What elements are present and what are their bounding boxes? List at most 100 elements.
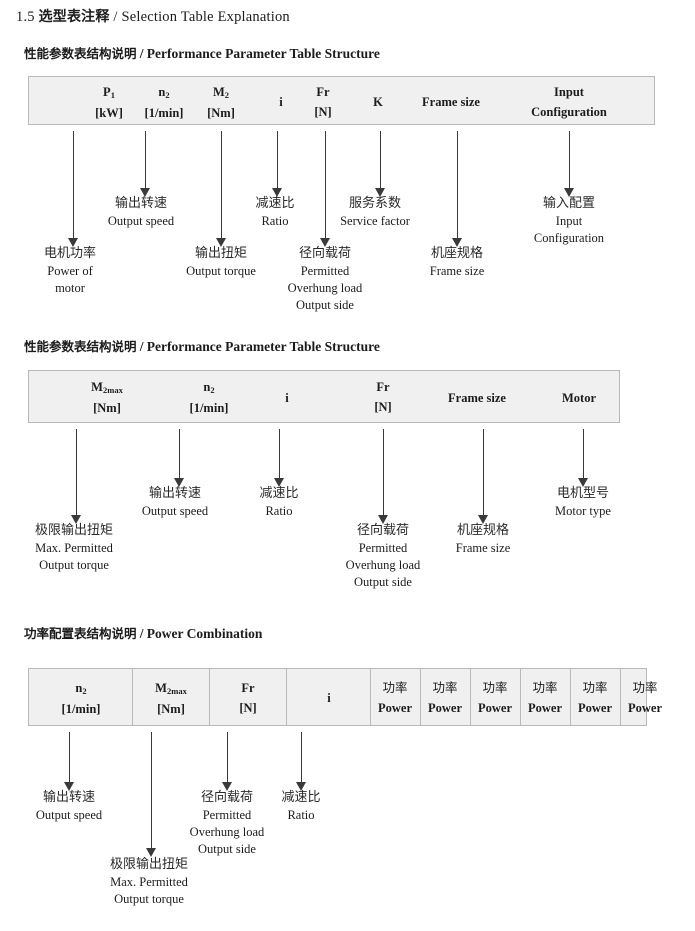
table1-col-p1-symbol: P [103,85,111,99]
table1-col-input-configuration-line1: Input [554,85,584,99]
table2-col-fr-symbol: Fr [376,380,390,394]
table1-col-m2-symbol: M [212,85,225,99]
section-2-heading-separator: / [139,339,144,354]
table1-col-p1-unit: [kW] [95,106,123,120]
section-3-heading: 功率配置表结构说明 / Power Combination [24,623,262,642]
label-output-speed-2-en-1: Output speed [141,504,209,518]
label-power-of-motor-en-2: motor [55,281,85,295]
label-output-torque: 输出扭矩 Output torque [168,245,274,280]
table1-col-i-symbol: i [279,95,283,109]
page-title-chinese: 选型表注释 [38,9,110,25]
label-power-of-motor: 电机功率 Power of motor [14,245,126,297]
section-2-heading: 性能参数表结构说明 / Performance Parameter Table … [24,336,380,355]
label-permitted-overhung-load-2-en-1: Permitted [358,541,408,555]
table3-col-fr-symbol: Fr [241,681,255,695]
section-1-heading: 性能参数表结构说明 / Performance Parameter Table … [24,43,380,62]
label-max-permitted-output-torque-2-cn: 极限输出扭矩 [109,857,188,872]
label-power-of-motor-cn: 电机功率 [43,246,96,261]
arrow-to-output-speed-2 [174,429,185,487]
label-permitted-overhung-load-3: 径向载荷 Permitted Overhung load Output side [174,789,280,858]
label-permitted-overhung-load-2-cn: 径向载荷 [356,523,409,538]
table3-col-power-4-en: Power [527,701,562,715]
table2-col-n2-unit: [1/min] [189,401,229,415]
section-2-heading-chinese: 性能参数表结构说明 [24,339,137,354]
label-max-permitted-output-torque-2-en-2: Output torque [114,892,184,906]
arrow-to-power-of-motor [68,131,79,247]
label-frame-size-1-en-1: Frame size [429,264,485,278]
label-input-configuration-en-2: Configuration [533,231,605,245]
label-output-speed-3-cn: 输出转速 [42,790,95,805]
table1-col-n2-symbol: n [158,85,166,99]
table3-col-i: i [290,688,368,708]
table3-col-power-3-en: Power [477,701,512,715]
arrow-to-ratio [272,131,283,197]
table1-col-n2-subscript: 2 [165,90,170,100]
label-permitted-overhung-load-1-en-3: Output side [296,298,354,312]
label-power-of-motor-en-1: Power of [47,264,93,278]
label-output-speed-2-cn: 输出转速 [148,486,201,501]
arrow-to-permitted-overhung-load-2 [378,429,389,524]
table3-col-power-5-en: Power [577,701,612,715]
label-permitted-overhung-load-1-cn: 径向载荷 [298,246,351,261]
label-max-permitted-output-torque-1-en-1: Max. Permitted [35,541,113,555]
table1-col-i: i [247,92,315,112]
section-3-heading-chinese: 功率配置表结构说明 [24,626,137,641]
table1-col-p1-subscript: 1 [110,90,115,100]
label-frame-size-1-cn: 机座规格 [430,246,483,261]
table3-col-power-4: 功率 Power [521,678,569,718]
label-motor-type-cn: 电机型号 [556,486,609,501]
table3-col-n2: n2 [1/min] [45,678,117,719]
label-permitted-overhung-load-3-cn: 径向载荷 [200,790,253,805]
table3-col-power-4-cn: 功率 [532,680,558,695]
arrow-to-ratio-3 [296,732,307,791]
arrow-to-max-permitted-output-torque-2 [146,732,157,857]
table1-col-k: K [344,92,412,112]
page-title: 1.5 选型表注释 / Selection Table Explanation [16,6,290,26]
table1-col-frame-size-label: Frame size [422,95,480,109]
label-permitted-overhung-load-3-en-1: Permitted [202,808,252,822]
label-frame-size-1: 机座规格 Frame size [404,245,510,280]
table1-col-fr-symbol: Fr [316,85,330,99]
page-title-number: 1.5 [16,9,35,25]
arrow-to-permitted-overhung-load [320,131,331,247]
table3-col-m2max: M2max [Nm] [135,678,207,719]
label-ratio-1-cn: 减速比 [255,196,295,211]
table1-col-k-symbol: K [373,95,383,109]
table2-col-n2-symbol: n [203,380,211,394]
arrow-to-max-permitted-output-torque-1 [71,429,82,524]
label-motor-type: 电机型号 Motor type [530,485,636,520]
label-output-speed-1-cn: 输出转速 [114,196,167,211]
label-ratio-2-en-1: Ratio [265,504,293,518]
table3-col-power-3-cn: 功率 [482,680,508,695]
section-3-heading-separator: / [139,626,144,641]
table1-col-n2: n2 [1/min] [130,82,198,123]
label-permitted-overhung-load-1-en-2: Overhung load [287,281,363,295]
label-input-configuration: 输入配置 Input Configuration [516,195,622,247]
table2-col-n2: n2 [1/min] [173,377,245,418]
label-permitted-overhung-load-2-en-3: Output side [354,575,412,589]
table2-col-m2max-symbol: M [91,380,103,394]
label-frame-size-2-en-1: Frame size [455,541,511,555]
label-output-speed-1: 输出转速 Output speed [88,195,194,230]
table1-col-frame-size: Frame size [406,92,496,112]
arrow-to-frame-size-2 [478,429,489,524]
label-output-speed-2: 输出转速 Output speed [122,485,228,520]
table3-col-n2-subscript: 2 [82,686,87,696]
label-max-permitted-output-torque-1-cn: 极限输出扭矩 [34,523,113,538]
table3-col-fr: Fr [N] [212,678,284,718]
page-title-separator: / [113,9,118,25]
table3-col-power-1-en: Power [377,701,412,715]
label-frame-size-2-cn: 机座规格 [456,523,509,538]
table3-col-m2max-unit: [Nm] [157,702,185,716]
table3-col-n2-symbol: n [75,681,83,695]
label-ratio-2: 减速比 Ratio [240,485,318,520]
table3-col-m2max-symbol: M [155,681,167,695]
table2-col-motor-label: Motor [561,391,596,405]
table1-col-n2-unit: [1/min] [144,106,184,120]
section-1-heading-separator: / [139,46,144,61]
table2-col-frame-size: Frame size [429,388,525,408]
arrow-to-output-torque [216,131,227,247]
table3-col-m2max-subscript: 2max [166,686,187,696]
label-max-permitted-output-torque-2-en-1: Max. Permitted [110,875,188,889]
section-3-heading-english: Power Combination [146,626,263,641]
